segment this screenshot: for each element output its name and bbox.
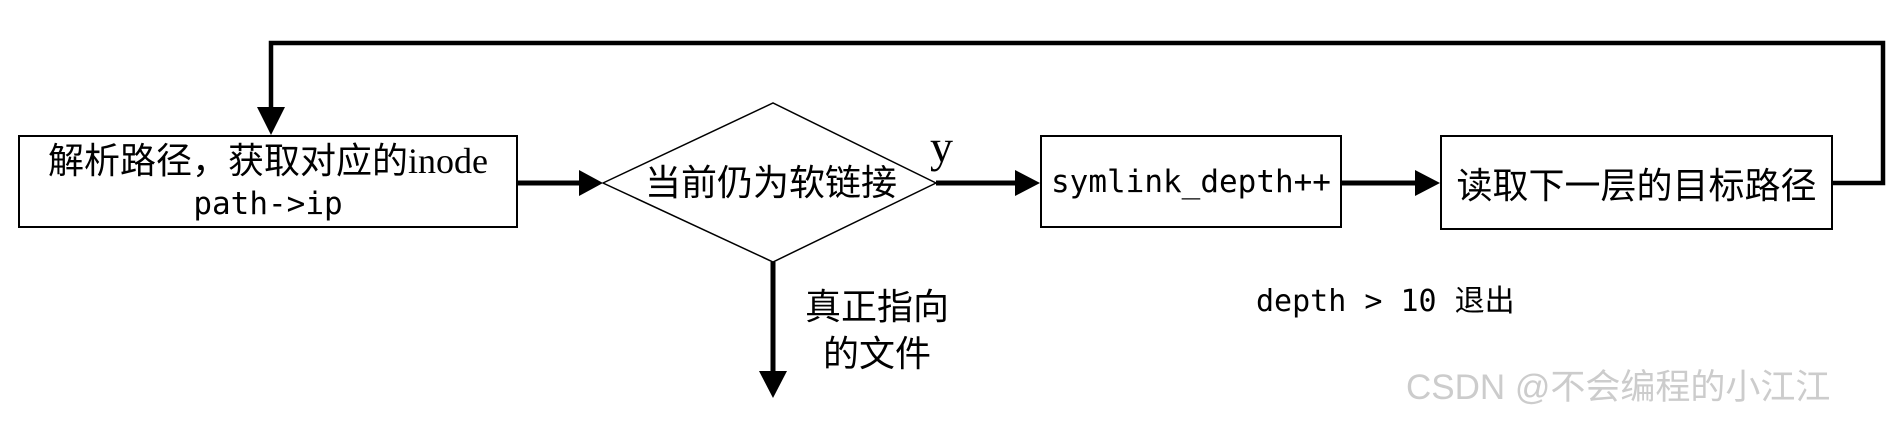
arrow-decision-to-depth-head-icon <box>1015 170 1040 196</box>
node-read-next-path-label: 读取下一层的目标路径 <box>1456 165 1817 206</box>
node-decision-label: 当前仍为软链接 <box>644 163 897 203</box>
arrow-parse-to-decision-head-icon <box>579 170 603 196</box>
node-read-next-path: 读取下一层的目标路径 <box>1440 135 1833 230</box>
node-parse-path-line2: path->ip <box>193 185 343 222</box>
no-branch-label-line2: 的文件 <box>822 334 931 374</box>
loop-arrowhead-down-icon <box>257 107 285 135</box>
arrow-decision-down-head-icon <box>759 371 787 398</box>
node-parse-path: 解析路径，获取对应的inode path->ip <box>18 135 518 228</box>
node-parse-path-line1: 解析路径，获取对应的inode <box>48 140 488 181</box>
loop-arrow-line <box>268 40 1886 186</box>
no-branch-label-line1: 真正指向 <box>804 287 949 327</box>
arrow-depth-to-read-head-icon <box>1415 170 1440 196</box>
depth-exit-note: depth > 10 退出 <box>1256 284 1515 319</box>
no-branch-label: 真正指向 的文件 <box>777 284 977 378</box>
csdn-watermark: CSDN @不会编程的小江江 <box>1406 368 1831 407</box>
node-symlink-depth-label: symlink_depth++ <box>1051 163 1331 200</box>
node-symlink-depth: symlink_depth++ <box>1040 135 1342 228</box>
yes-branch-label: y <box>930 121 953 172</box>
